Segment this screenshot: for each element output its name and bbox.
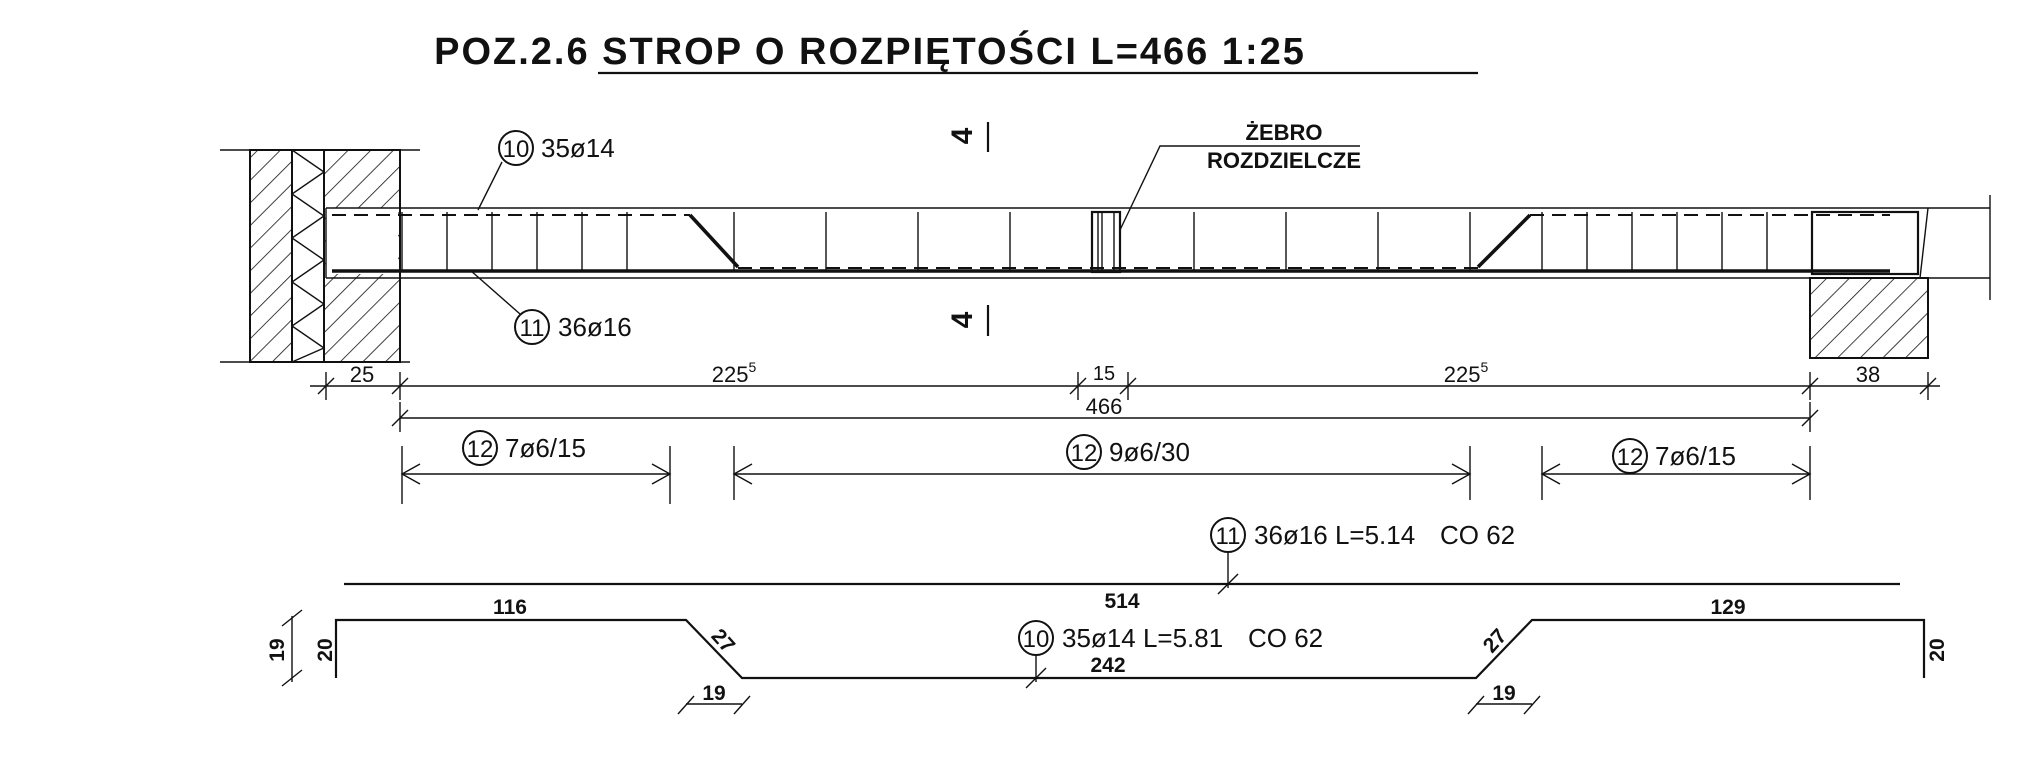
svg-text:36ø16: 36ø16	[558, 312, 632, 342]
svg-text:4: 4	[946, 311, 979, 328]
dimension-row-spans: 25 2255 15 2255 38	[310, 359, 1940, 400]
slab-outline	[325, 195, 1991, 300]
svg-text:7ø6/15: 7ø6/15	[505, 433, 586, 463]
svg-text:11: 11	[1216, 523, 1241, 550]
svg-text:10: 10	[503, 136, 530, 163]
svg-text:15: 15	[1093, 363, 1115, 385]
svg-text:2255: 2255	[712, 359, 757, 387]
svg-text:466: 466	[1086, 394, 1123, 419]
svg-text:19: 19	[266, 638, 289, 661]
bar-10-bend-right	[1476, 213, 1532, 269]
svg-text:20: 20	[1926, 638, 1949, 661]
svg-text:9ø6/30: 9ø6/30	[1109, 437, 1190, 467]
bar-10-label: 10 35ø14	[477, 130, 615, 211]
svg-text:10: 10	[1023, 626, 1050, 653]
svg-text:ŻEBRO: ŻEBRO	[1246, 120, 1323, 145]
svg-text:12: 12	[1617, 444, 1644, 471]
schedule-bar-10: 116 129 242 27 27 20 20 19 19 19 10 35ø1…	[266, 596, 1949, 715]
svg-text:35ø14 L=5.81: 35ø14 L=5.81	[1062, 623, 1223, 653]
svg-text:ROZDZIELCZE: ROZDZIELCZE	[1207, 148, 1361, 173]
stirrups	[401, 212, 1768, 271]
drawing-title: POZ.2.6 STROP O ROZPIĘTOŚCI L=466 1:25	[434, 29, 1306, 73]
stirrup-zone-middle: 12 9ø6/30	[732, 434, 1472, 500]
svg-text:CO 62: CO 62	[1440, 520, 1515, 550]
svg-text:242: 242	[1090, 654, 1125, 677]
svg-text:116: 116	[493, 596, 527, 619]
stirrup-zone-right: 12 7ø6/15	[1540, 438, 1812, 500]
stirrup-zone-left: 12 7ø6/15	[400, 430, 672, 504]
svg-text:19: 19	[1492, 682, 1515, 705]
svg-text:27: 27	[1479, 625, 1512, 658]
dimension-row-total: 466	[391, 394, 1819, 432]
rib-label: ŻEBRO ROZDZIELCZE	[1119, 120, 1361, 231]
schedule-bar-11: 11 36ø16 L=5.14 CO 62 514	[344, 517, 1900, 613]
section-mark-top: 4	[946, 122, 990, 152]
svg-text:12: 12	[467, 436, 494, 463]
left-wall	[220, 149, 420, 363]
svg-text:19: 19	[702, 682, 725, 705]
bar-11-label: 11 36ø16	[469, 269, 632, 345]
svg-text:11: 11	[520, 315, 545, 342]
svg-text:7ø6/15: 7ø6/15	[1655, 441, 1736, 471]
svg-text:20: 20	[314, 638, 337, 661]
svg-text:27: 27	[707, 625, 740, 658]
svg-text:4: 4	[946, 127, 979, 144]
bar-10-bend-left	[688, 213, 740, 269]
svg-text:38: 38	[1856, 362, 1880, 387]
svg-text:35ø14: 35ø14	[541, 133, 615, 163]
svg-text:25: 25	[350, 362, 374, 387]
distribution-rib	[1090, 210, 1122, 274]
svg-text:36ø16 L=5.14: 36ø16 L=5.14	[1254, 520, 1415, 550]
svg-text:2255: 2255	[1444, 359, 1489, 387]
svg-text:CO 62: CO 62	[1248, 623, 1323, 653]
section-mark-bottom: 4	[946, 305, 990, 336]
svg-text:129: 129	[1710, 596, 1745, 619]
svg-text:12: 12	[1071, 440, 1098, 467]
svg-text:514: 514	[1104, 590, 1139, 613]
right-support	[1809, 277, 1929, 359]
